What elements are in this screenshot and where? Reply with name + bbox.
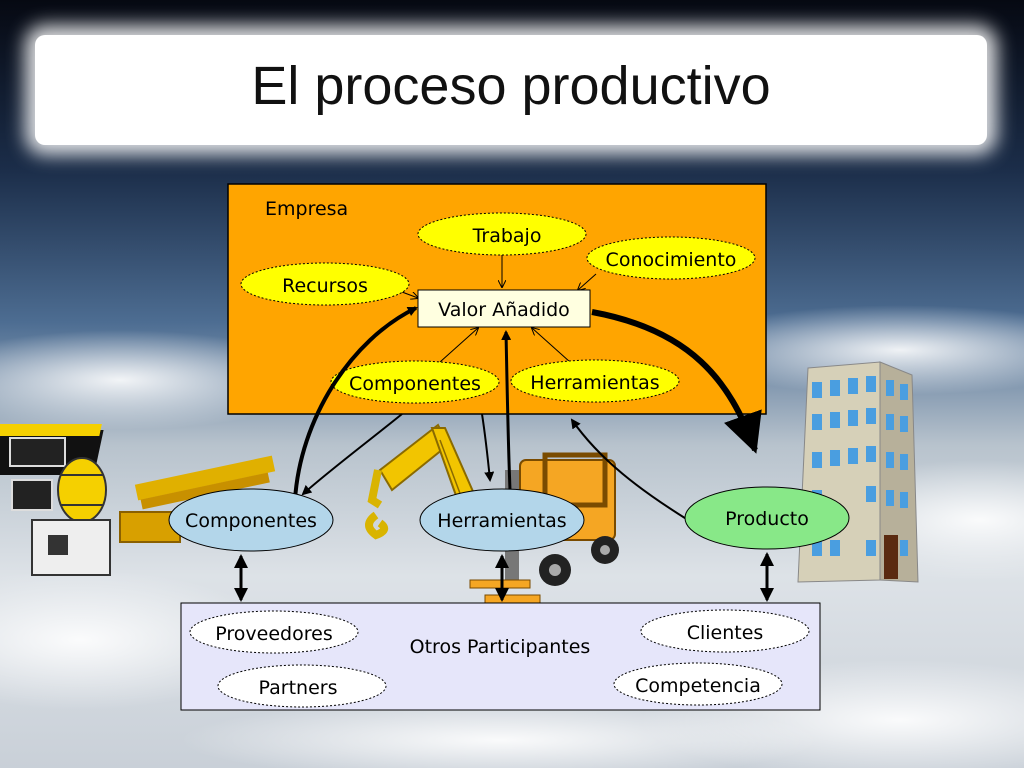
input-trabajo: Trabajo bbox=[417, 212, 587, 256]
flow-herramientas: Herramientas bbox=[419, 488, 585, 552]
participant-proveedores-label: Proveedores bbox=[215, 623, 332, 645]
page-title: El proceso productivo bbox=[251, 56, 771, 116]
flow-herramientas-label: Herramientas bbox=[437, 510, 566, 532]
participant-clientes: Clientes bbox=[640, 609, 810, 653]
office-building-icon bbox=[797, 361, 919, 583]
input-componentes: Componentes bbox=[330, 360, 500, 404]
participant-competencia: Competencia bbox=[613, 662, 783, 706]
materials-pile-icon bbox=[0, 424, 276, 576]
flow-producto: Producto bbox=[684, 486, 850, 550]
valor-anadido-label: Valor Añadido bbox=[438, 299, 570, 321]
input-herramientas: Herramientas bbox=[510, 359, 680, 403]
participant-partners-label: Partners bbox=[259, 677, 338, 699]
participants-label: Otros Participantes bbox=[410, 636, 591, 658]
flow-componentes: Componentes bbox=[168, 488, 334, 552]
flow-componentes-label: Componentes bbox=[185, 510, 317, 532]
flow-producto-label: Producto bbox=[725, 508, 809, 530]
participant-competencia-label: Competencia bbox=[635, 675, 761, 697]
valor-anadido-box: Valor Añadido bbox=[417, 289, 591, 328]
input-conocimiento-label: Conocimiento bbox=[606, 249, 737, 271]
input-recursos: Recursos bbox=[240, 262, 410, 306]
input-conocimiento: Conocimiento bbox=[586, 236, 756, 280]
input-trabajo-label: Trabajo bbox=[472, 225, 542, 247]
participant-partners: Partners bbox=[217, 664, 387, 708]
empresa-label: Empresa bbox=[265, 198, 348, 220]
input-recursos-label: Recursos bbox=[282, 275, 368, 297]
participant-proveedores: Proveedores bbox=[189, 610, 359, 654]
title-box: El proceso productivo bbox=[35, 35, 987, 145]
input-herramientas-label: Herramientas bbox=[530, 372, 659, 394]
participant-clientes-label: Clientes bbox=[687, 622, 764, 644]
input-componentes-label: Componentes bbox=[349, 373, 481, 395]
